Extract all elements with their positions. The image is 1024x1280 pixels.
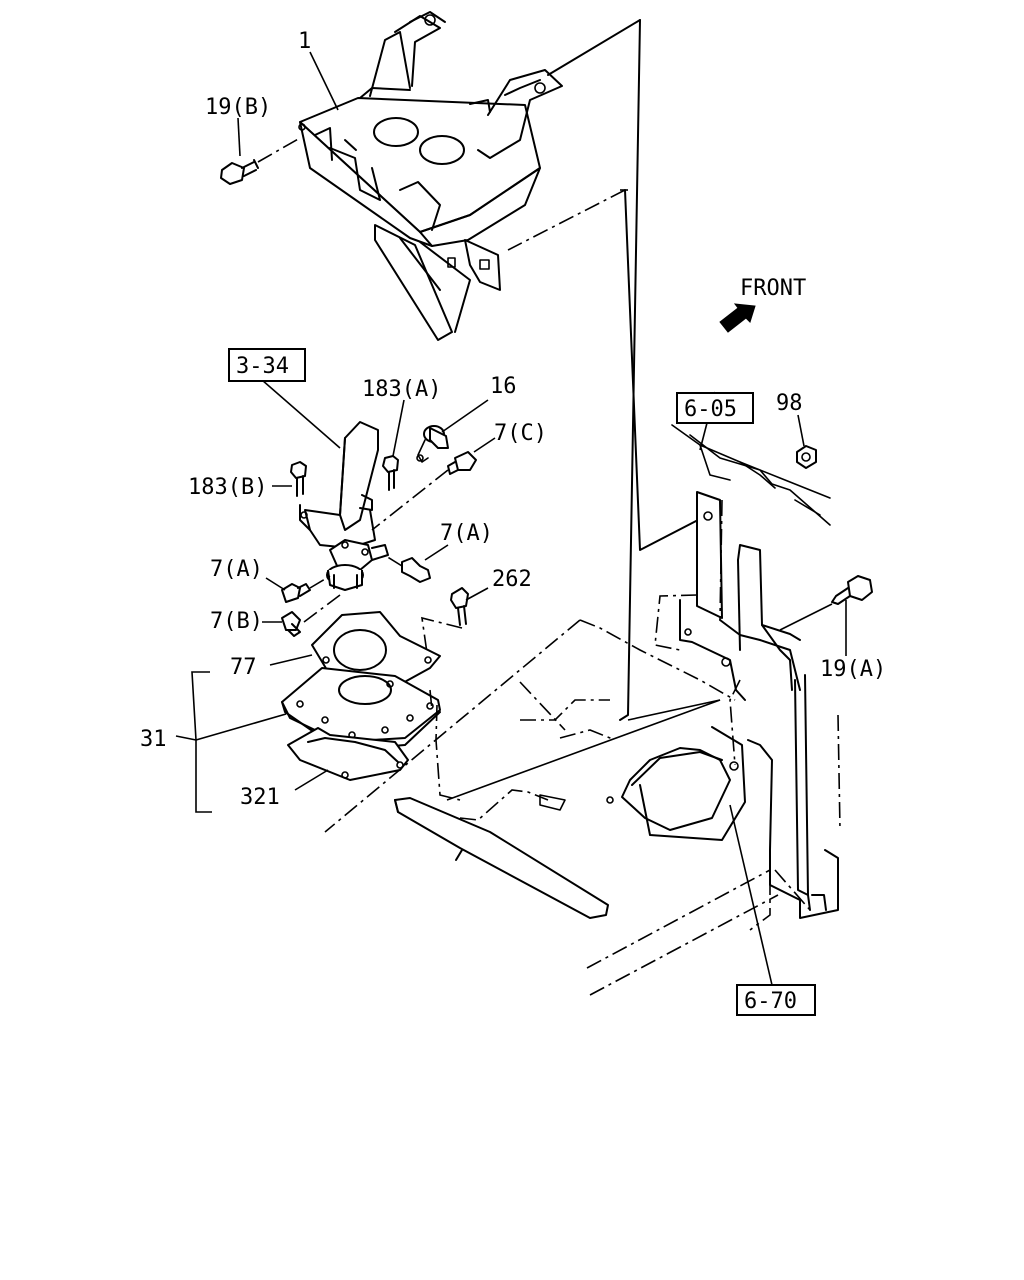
leader-lines — [175, 51, 847, 986]
fitting-7a-right — [385, 555, 431, 583]
callout-7b: 7(B) — [210, 609, 263, 634]
fitting-7a-left — [281, 575, 331, 603]
callout-7c: 7(C) — [494, 421, 547, 446]
callout-19a: 19(A) — [820, 657, 886, 682]
callout-262: 262 — [492, 567, 532, 592]
callout-183b: 183(B) — [188, 475, 267, 500]
bracket-part-1 — [298, 11, 563, 341]
fitting-7c — [371, 451, 477, 531]
gasket-321 — [287, 727, 409, 781]
callout-98: 98 — [776, 391, 803, 416]
callout-3-34: 3-34 — [236, 354, 289, 379]
callout-1: 1 — [298, 29, 311, 54]
switch-16 — [416, 425, 449, 463]
callout-7a-left: 7(A) — [210, 557, 263, 582]
bolt-262 — [421, 587, 469, 661]
plate-31 — [281, 667, 441, 751]
front-direction-label: FRONT — [740, 276, 806, 301]
bolt-19b — [220, 137, 301, 185]
callout-box-6-05 — [676, 392, 754, 424]
callout-77: 77 — [230, 655, 257, 680]
callout-box-3-34 — [228, 348, 306, 382]
callout-31: 31 — [140, 727, 167, 752]
callout-box-6-70 — [736, 984, 816, 1016]
brake-lever-assembly — [299, 421, 389, 626]
nut-98 — [796, 445, 817, 469]
callout-7a-right: 7(A) — [440, 521, 493, 546]
bolt-183b — [290, 461, 307, 497]
bolt-183a — [382, 455, 399, 491]
front-arrow-icon — [719, 303, 756, 333]
callout-321: 321 — [240, 785, 280, 810]
bolt-19a — [779, 575, 873, 631]
callout-6-05: 6-05 — [684, 397, 737, 422]
callout-19b: 19(B) — [205, 95, 271, 120]
chassis-frame — [324, 19, 841, 996]
fitting-7b — [281, 611, 301, 637]
callout-6-70: 6-70 — [744, 989, 797, 1014]
callout-16: 16 — [490, 374, 517, 399]
callout-183a: 183(A) — [362, 377, 441, 402]
